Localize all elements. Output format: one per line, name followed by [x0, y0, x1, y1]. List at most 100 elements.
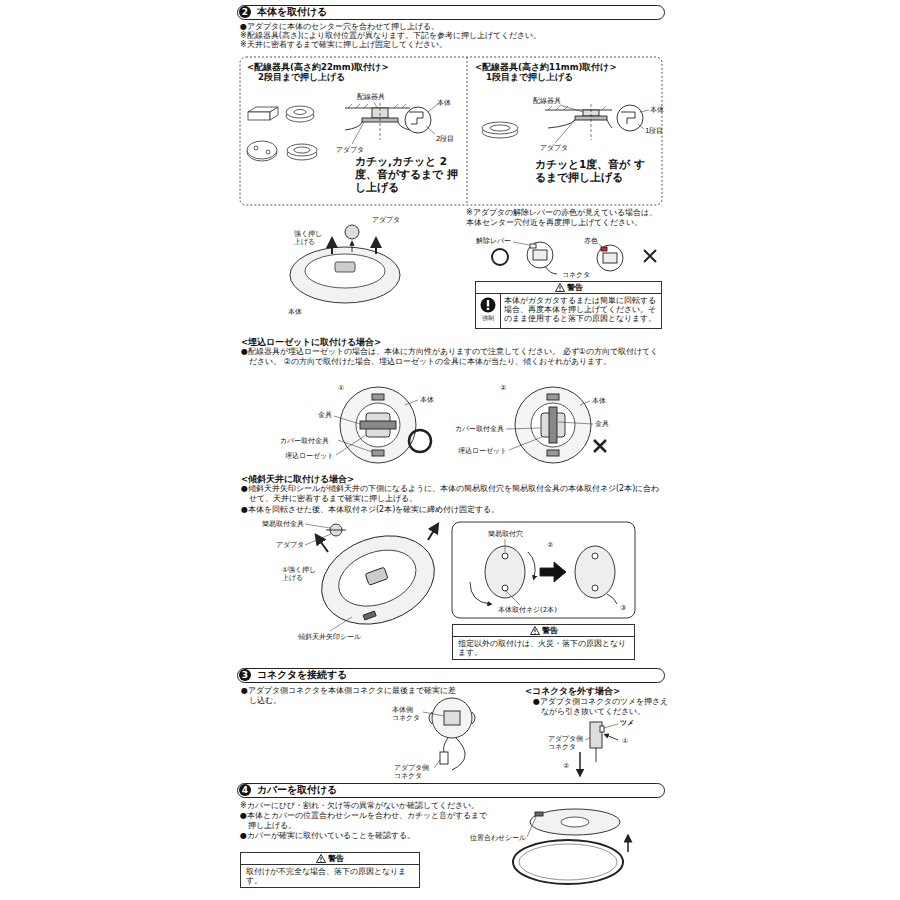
connector-illustration: [444, 711, 460, 725]
part-label: 位置合わせシール: [470, 834, 526, 842]
rotation-inset: [607, 594, 617, 604]
cover-illustration: [530, 809, 620, 835]
rosette-correct: [336, 435, 366, 455]
instruction-text: ●カバーが確実に取付いていることを確認する。: [240, 831, 415, 841]
warning-triangle: [555, 284, 564, 292]
rosette-wrong: [547, 394, 559, 400]
part-label: アダプタ: [276, 541, 304, 549]
rotation-inset: [505, 539, 506, 552]
warning-triangle: [316, 854, 326, 863]
instruction-text: ※アダプタの解除レバーの赤色が見えている場合は、 本体センター穴付近を再度押し上…: [466, 208, 666, 227]
section-11mm: [545, 110, 612, 111]
section-11mm: [555, 120, 575, 143]
warning-triangle: [534, 633, 535, 634]
sloped-ceiling-illustration: [363, 611, 376, 620]
section-11mm: [638, 124, 644, 129]
body-illustration: [305, 254, 385, 288]
warning-header: 警告: [476, 282, 661, 294]
rotation-inset: [452, 522, 635, 618]
part-label: アダプタ側 コネクタ: [548, 735, 584, 752]
panel-heading: 2段目まで押し上げる: [258, 72, 345, 82]
rosette-correct: [372, 394, 384, 400]
release-lever-check: [533, 250, 547, 260]
section-22mm: [426, 126, 435, 134]
sloped-ceiling-illustration: [309, 521, 447, 640]
rosette-wrong: [558, 422, 593, 424]
instruction-text: ●傾斜天井矢印シールが傾斜天井の下側になるように、本体の簡易取付穴を簡易取付金具…: [241, 484, 666, 503]
part-label: カバー取付金具: [455, 425, 504, 433]
wiring-device-icons: [286, 106, 314, 118]
rotation-inset: [592, 553, 598, 559]
mandatory-icon: [487, 308, 489, 310]
part-label: ②: [500, 384, 506, 392]
wiring-device-icons: [248, 112, 270, 120]
panel-heading: <配線器具(高さ約22mm)取付け>: [247, 62, 389, 72]
part-label: カバー取付金具: [280, 437, 329, 445]
rotation-inset: [502, 553, 508, 559]
section-22mm: [405, 107, 431, 133]
body-illustration: [345, 225, 359, 239]
instruction-text: ●本体を回転させた後、本体取付ネジ(2本)を確実に締め付け固定する。: [241, 505, 666, 515]
wiring-device-icons: [490, 125, 510, 131]
release-lever-check: [597, 245, 623, 271]
panel-heading: <配線器具(高さ約11mm)取付け>: [475, 62, 617, 72]
warning-triangle: [559, 290, 560, 291]
wiring-device-icons: [247, 106, 518, 161]
section-22mm: [374, 102, 377, 108]
icon-caption: 強制: [476, 314, 500, 321]
warning-triangle: [530, 627, 539, 635]
cover-illustration: [519, 844, 617, 880]
sloped-ceiling-illustration: [305, 521, 447, 640]
part-label: 1段目: [645, 127, 663, 135]
sloped-ceiling-illustration: [305, 524, 330, 528]
cover-illustration: [561, 817, 589, 827]
mandatory-icon: [480, 297, 496, 313]
body-illustration: [290, 247, 400, 303]
wiring-device-icons: [287, 144, 317, 156]
part-label: 簡易取付穴: [488, 530, 523, 538]
rosette-wrong: [531, 403, 575, 447]
part-label: 本体: [437, 99, 451, 107]
connector-illustration: [600, 726, 604, 732]
rosette-wrong: [506, 428, 540, 429]
rotation-inset: [505, 590, 520, 605]
connector-illustration: [429, 712, 475, 724]
part-label: 簡易取付金具: [262, 520, 304, 528]
wiring-device-icons: [270, 107, 278, 120]
section-22mm: [345, 122, 410, 130]
dashed-frame: [467, 57, 468, 205]
part-label: ①: [622, 737, 628, 745]
warning-triangle: [555, 283, 565, 292]
sloped-ceiling-illustration: [309, 521, 447, 640]
connector-illustration: [606, 735, 618, 740]
rotation-inset: [592, 585, 598, 591]
release-lever-check: [530, 244, 536, 248]
cover-illustration: [513, 809, 628, 884]
warning-triangle: [321, 857, 322, 860]
connector-illustration: [596, 748, 597, 762]
dashed-frame: [240, 57, 662, 205]
part-label: 解除レバー: [476, 237, 511, 245]
section-22mm: [409, 112, 423, 124]
warning-triangle: [559, 286, 560, 289]
step-title: 本体を取付ける: [257, 6, 327, 17]
part-label: 金具: [318, 411, 332, 419]
warning-triangle: [530, 626, 540, 635]
instruction-text: ※天井に密着するまで確実に押し上げ固定してください。: [240, 40, 447, 50]
part-label: 2段目: [436, 135, 454, 143]
warning-text: 本体がガタガタするまたは簡単に回転する場合、再度本体を押し上げてください。そのま…: [504, 296, 658, 323]
sloped-ceiling-illustration: [330, 617, 352, 631]
rosette-wrong: [580, 401, 590, 405]
release-lever-check: [513, 242, 529, 245]
rosette-wrong: [509, 437, 542, 450]
rosette-correct: [334, 387, 431, 463]
release-lever-check: [545, 266, 557, 274]
section-22mm: [345, 102, 438, 144]
connector-illustration: [434, 760, 440, 768]
cover-illustration: [627, 838, 629, 852]
warning-box: 警告強制本体がガタガタするまたは簡単に回転する場合、再度本体を押し上げてください…: [475, 281, 662, 329]
body-illustration: [335, 262, 355, 272]
section-11mm: [548, 106, 606, 110]
section-11mm: [640, 110, 649, 112]
